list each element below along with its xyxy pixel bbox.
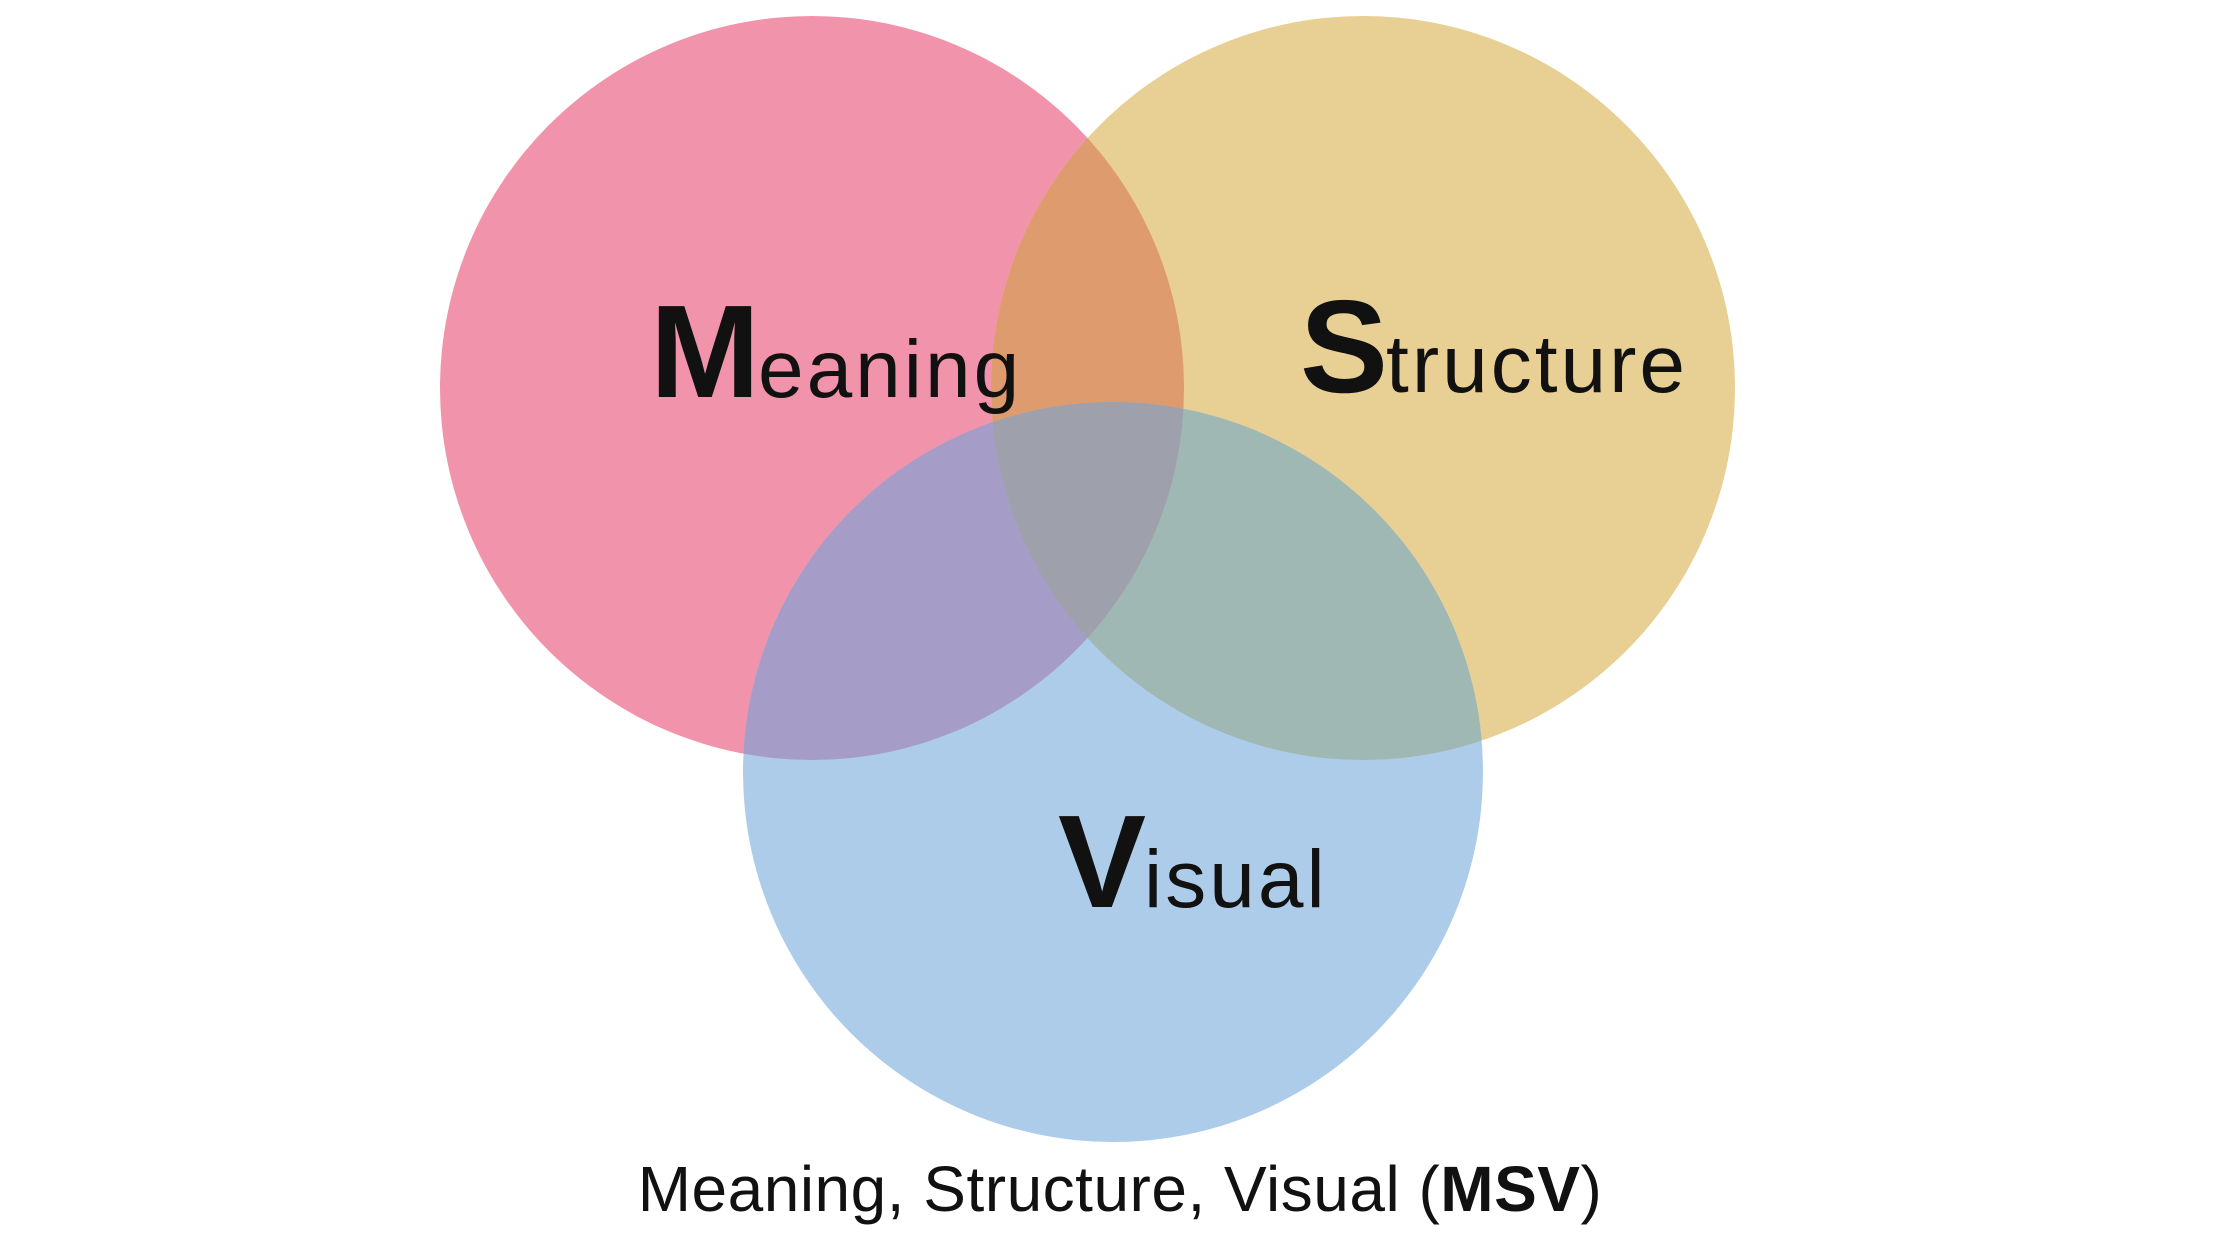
caption-msv: MSV — [1440, 1153, 1581, 1225]
label-visual: Visual — [1058, 796, 1328, 928]
caption: Meaning, Structure, Visual (MSV) — [0, 1152, 2240, 1226]
caption-prefix: Meaning, Structure, Visual ( — [637, 1153, 1441, 1225]
label-meaning-rest: eaning — [757, 324, 1023, 415]
label-structure-initial: S — [1300, 273, 1388, 420]
caption-suffix: ) — [1580, 1153, 1603, 1225]
label-structure-rest: tructure — [1386, 319, 1689, 410]
label-visual-rest: isual — [1144, 834, 1328, 925]
label-visual-initial: V — [1058, 788, 1146, 935]
overlap-meaning-visual — [743, 402, 1184, 760]
overlap-structure-visual — [991, 402, 1483, 760]
label-meaning-initial: M — [650, 278, 760, 425]
label-meaning: Meaning — [650, 286, 1022, 418]
label-structure: Structure — [1300, 281, 1688, 413]
